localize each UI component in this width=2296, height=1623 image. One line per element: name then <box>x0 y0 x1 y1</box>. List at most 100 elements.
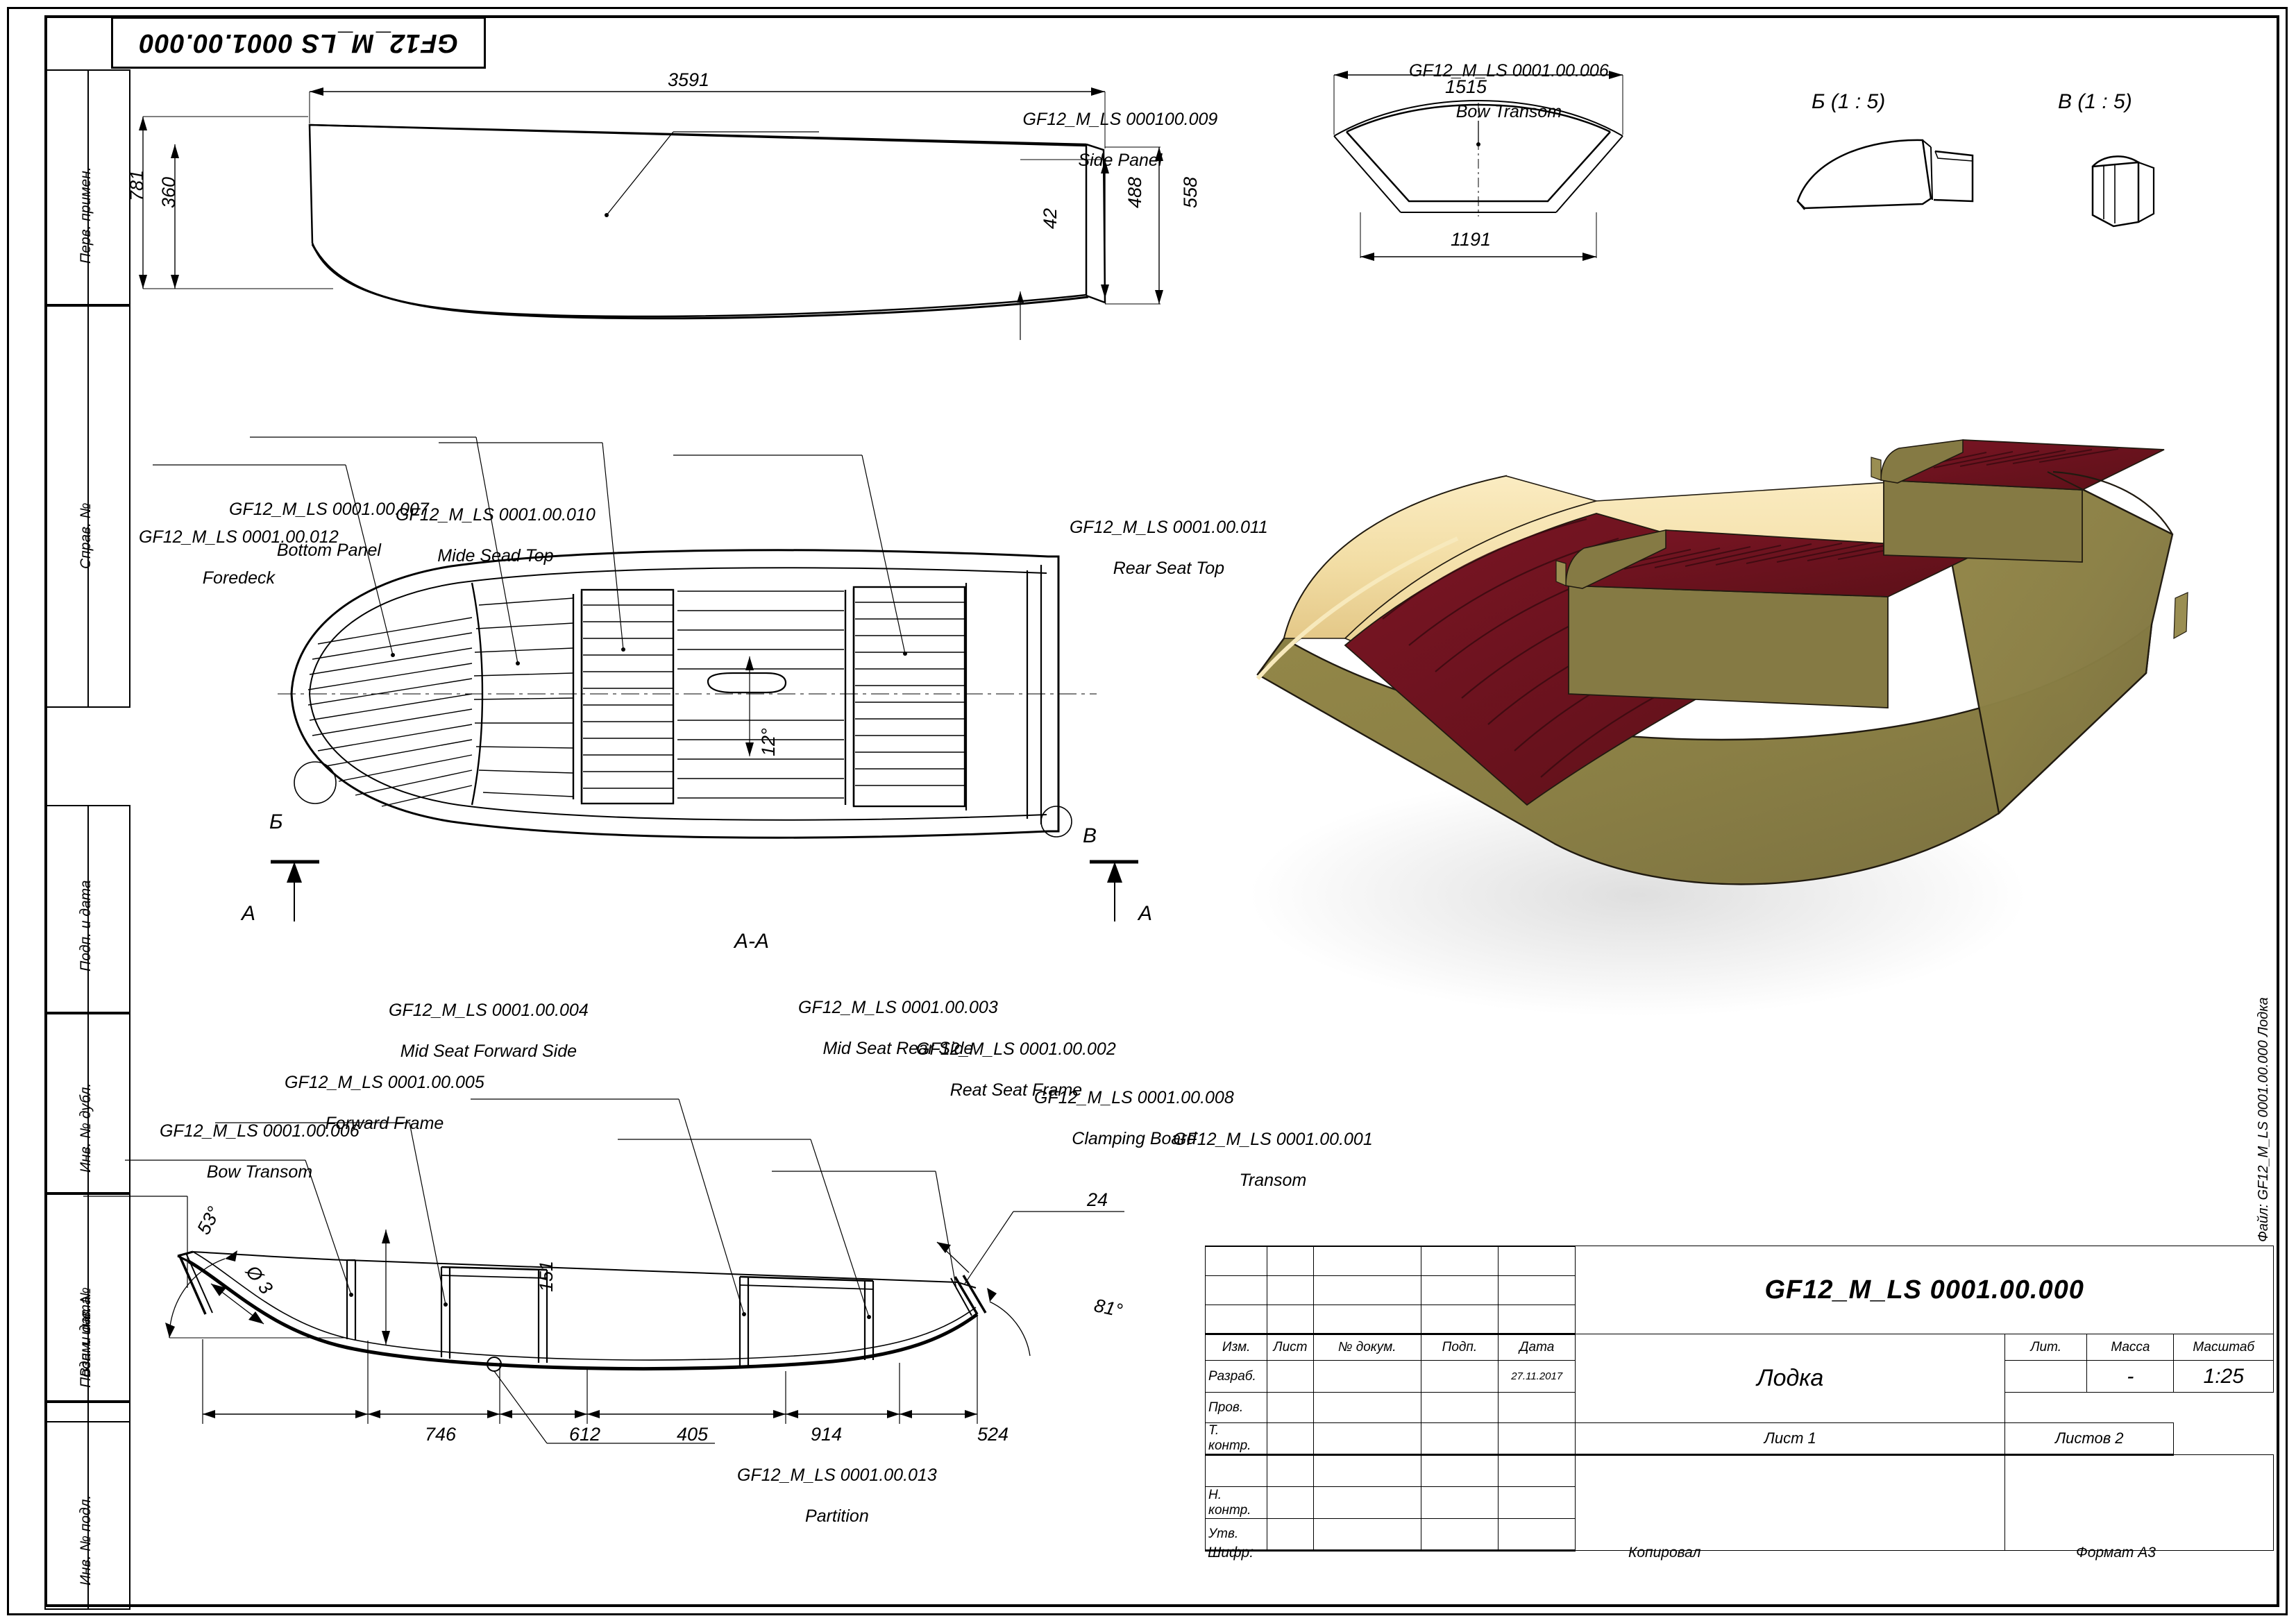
tb-scale-header: Масштаб <box>2173 1334 2274 1361</box>
callout-clamping-board-name: Clamping Board <box>1072 1128 1197 1148</box>
title-block: GF12_M_LS 0001.00.000 Изм. Лист № докум.… <box>1204 1246 2274 1552</box>
callout-mid-seat-rear-side: GF12_M_LS 0001.00.003 Mid Seat Rear Side <box>750 977 1027 1080</box>
dim-360: 360 <box>158 176 179 208</box>
callout-bow-transom-front-name: Bow Transom <box>1455 101 1562 121</box>
mirrored-header-title: GF12_M_LS 0001.00.000 <box>138 28 459 58</box>
callout-transom-name: Transom <box>1239 1170 1307 1190</box>
plan-view-geometry <box>153 436 1097 839</box>
callout-rear-seat-frame: GF12_M_LS 0001.00.002 Reat Seat Frame <box>868 1019 1145 1121</box>
dim-24: 24 <box>1087 1189 1108 1210</box>
dim-405: 405 <box>677 1424 709 1445</box>
callout-mid-seat-rear-side-code: GF12_M_LS 0001.00.003 <box>798 997 998 1017</box>
tb-col-izm: Изм. <box>1204 1334 1268 1361</box>
tb-scale-value: 1:25 <box>2173 1360 2274 1393</box>
dim-1515: 1515 <box>1445 76 1487 97</box>
dim-746: 746 <box>425 1424 457 1445</box>
footer-format: Формат А3 <box>2076 1545 2156 1561</box>
dim-558: 558 <box>1180 176 1201 208</box>
section-mark-v: В <box>1083 824 1097 847</box>
callout-side-panel-code: GF12_M_LS 000100.009 <box>1022 109 1218 129</box>
sheet-frame-inner <box>44 15 2279 1607</box>
callout-rear-seat-top-name: Rear Seat Top <box>1113 558 1225 578</box>
tb-role-2: Т. контр. <box>1204 1422 1268 1456</box>
callout-bottom-panel: GF12_M_LS 0001.00.007 Bottom Panel <box>194 479 444 581</box>
detail-v-geometry <box>2091 155 2155 228</box>
tb-role-5: Утв. <box>1204 1518 1268 1552</box>
tb-role-0: Разраб. <box>1204 1360 1268 1393</box>
callout-mid-seat-top-name: Mide Sead Top <box>437 545 554 566</box>
margin-label-5: Подп. и дата <box>78 1296 94 1388</box>
tb-date-value: 27.11.2017 <box>1498 1360 1576 1393</box>
tb-lit-header: Лит. <box>2004 1334 2088 1361</box>
callout-foredeck: GF12_M_LS 0001.00.012 Foredeck <box>104 507 354 609</box>
tb-sheet-no: Лист 1 <box>1575 1422 2006 1456</box>
callout-forward-frame-name: Forward Frame <box>325 1113 444 1133</box>
callout-partition-name: Partition <box>805 1506 869 1526</box>
tb-col-podp: Подп. <box>1420 1334 1499 1361</box>
callout-mid-seat-rear-side-name: Mid Seat Rear Side <box>822 1038 974 1058</box>
dim-612: 612 <box>569 1424 601 1445</box>
callout-foredeck-name: Foredeck <box>202 568 275 588</box>
detail-b-geometry <box>1796 139 1974 210</box>
callout-bottom-panel-name: Bottom Panel <box>276 540 381 560</box>
title-block-footer: Шифр: Копировал Формат А3 <box>1205 1538 2274 1571</box>
callout-partition-code: GF12_M_LS 0001.00.013 <box>737 1465 937 1485</box>
boat-3d-render <box>1249 439 2188 1017</box>
section-mark-a-right: A <box>1138 902 1153 925</box>
margin-label-6: Инв. № подл. <box>78 1495 94 1586</box>
callout-forward-frame-code: GF12_M_LS 0001.00.005 <box>285 1072 484 1092</box>
footer-cipher: Шифр: <box>1208 1545 1254 1561</box>
view-label-v: В (1 : 5) <box>2058 90 2132 113</box>
callout-bow-transom-section-name: Bow Transom <box>206 1162 313 1182</box>
callout-mid-seat-top-code: GF12_M_LS 0001.00.010 <box>396 504 596 525</box>
dim-524: 524 <box>977 1424 1009 1445</box>
callout-transom-code: GF12_M_LS 0001.00.001 <box>1173 1129 1373 1149</box>
margin-divider-3 <box>87 805 89 1013</box>
callout-forward-frame: GF12_M_LS 0001.00.005 Forward Frame <box>257 1052 493 1155</box>
side-elevation-geometry <box>139 87 1163 340</box>
tb-role-3 <box>1204 1454 1268 1487</box>
section-mark-a-left: A <box>242 902 256 925</box>
callout-rear-seat-top-code: GF12_M_LS 0001.00.011 <box>1069 517 1268 537</box>
callout-side-panel-name: Side Panel <box>1078 150 1163 170</box>
tb-sheets-total: Листов 2 <box>2004 1422 2175 1456</box>
section-aa-geometry <box>83 1098 1124 1444</box>
title-block-name: Лодка <box>1575 1334 2006 1423</box>
callout-mid-seat-forward-side-code: GF12_M_LS 0001.00.004 <box>389 1000 589 1020</box>
callout-rear-seat-frame-name: Reat Seat Frame <box>949 1080 1083 1100</box>
footer-copied: Копировал <box>1628 1545 1701 1561</box>
dim-781: 781 <box>126 169 147 201</box>
dim-42: 42 <box>1040 207 1061 229</box>
callout-mid-seat-forward-side: GF12_M_LS 0001.00.004 Mid Seat Forward S… <box>330 980 628 1082</box>
tb-mass-value: - <box>2086 1360 2175 1393</box>
margin-divider-7 <box>87 1421 89 1607</box>
tb-col-data: Дата <box>1498 1334 1576 1361</box>
callout-bow-transom-section-code: GF12_M_LS 0001.00.006 <box>160 1121 360 1141</box>
callout-clamping-board-code: GF12_M_LS 0001.00.008 <box>1034 1087 1234 1107</box>
margin-divider-1 <box>87 69 89 305</box>
callout-transom: GF12_M_LS 0001.00.001 Transom <box>1138 1109 1388 1212</box>
callout-clamping-board: GF12_M_LS 0001.00.008 Clamping Board <box>993 1067 1256 1170</box>
sheet-frame-outer <box>7 7 2288 1615</box>
view-label-b: Б (1 : 5) <box>1812 90 1886 113</box>
callout-bow-transom-section: GF12_M_LS 0001.00.006 Bow Transom <box>132 1101 368 1203</box>
dim-3591: 3591 <box>668 69 710 90</box>
callout-rear-seat-top: GF12_M_LS 0001.00.011 Rear Seat Top <box>1034 497 1284 600</box>
margin-divider-4 <box>87 1013 89 1193</box>
tb-col-doknum: № докум. <box>1312 1334 1421 1361</box>
callout-mid-seat-forward-side-name: Mid Seat Forward Side <box>400 1041 577 1061</box>
tb-col-list: Лист <box>1267 1334 1314 1361</box>
bow-transom-geometry <box>1333 71 1623 261</box>
dim-1191: 1191 <box>1451 229 1492 250</box>
callout-bottom-panel-code: GF12_M_LS 0001.00.007 <box>229 499 429 519</box>
dim-914: 914 <box>811 1424 843 1445</box>
callout-mid-seat-top: GF12_M_LS 0001.00.010 Mide Sead Top <box>361 484 611 587</box>
dim-488: 488 <box>1124 176 1145 208</box>
file-path-label: Файл: GF12_M_LS 0001.00.000 Лодка <box>2256 997 2271 1242</box>
mirrored-header-box: GF12_M_LS 0001.00.000 <box>111 17 486 69</box>
callout-side-panel: GF12_M_LS 000100.009 Side Panel <box>965 89 1256 192</box>
margin-label-2: Подп. и дата <box>78 880 94 971</box>
callout-foredeck-code: GF12_M_LS 0001.00.012 <box>139 527 339 547</box>
section-aa-label: A-A <box>734 930 770 953</box>
tb-role-1: Пров. <box>1204 1392 1268 1423</box>
